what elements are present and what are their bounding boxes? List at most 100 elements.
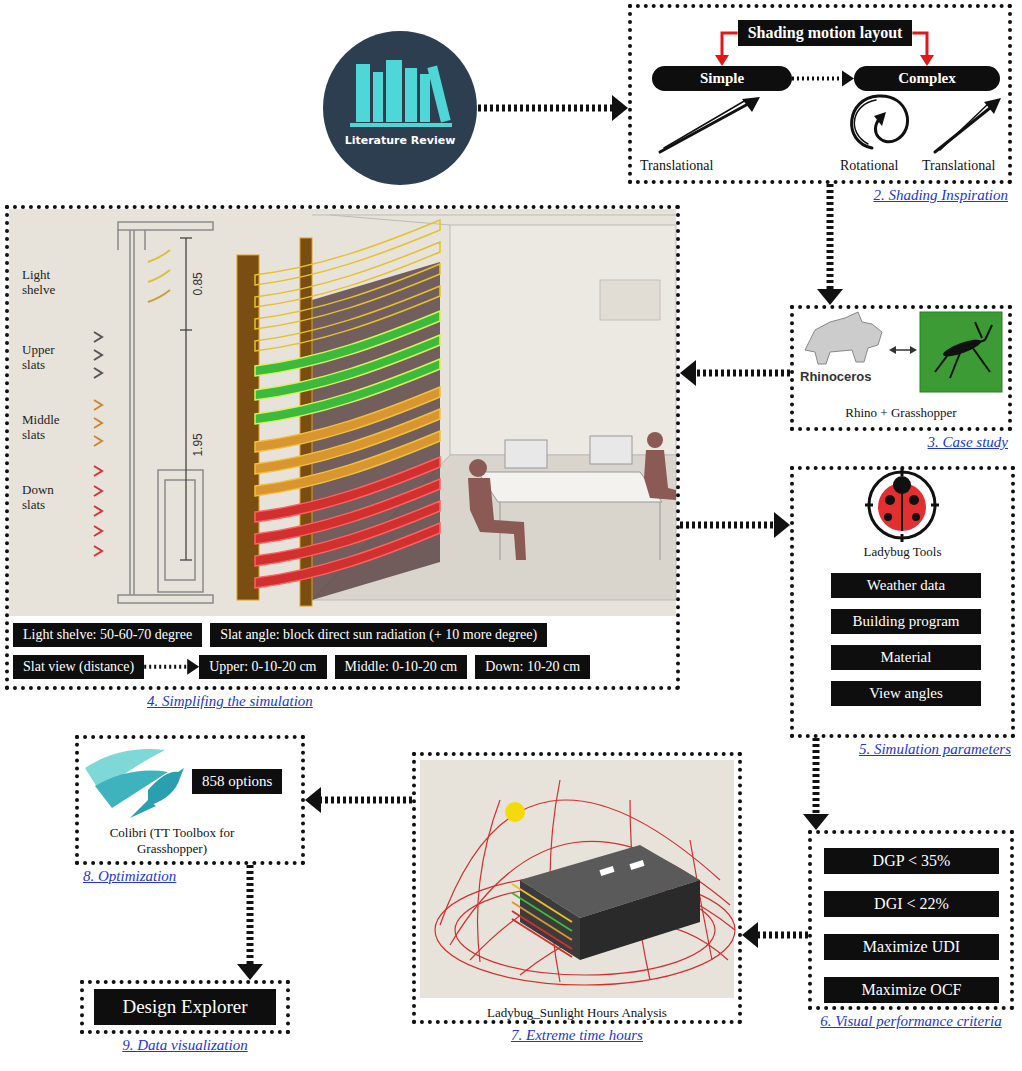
- connector: [144, 659, 199, 675]
- motion-arrows: [660, 96, 1001, 152]
- section-slats: [148, 270, 170, 282]
- ladybug-icon: [869, 472, 935, 538]
- ladybug-icon: [865, 504, 873, 507]
- arrow-head: [237, 964, 263, 980]
- box-text: Slat angle: block direct sun radiation (…: [220, 626, 537, 644]
- connector: [803, 738, 829, 830]
- dimension-label: 0.85: [192, 272, 206, 295]
- connector-line: [695, 370, 790, 377]
- slats: [255, 335, 440, 400]
- box-text: Material: [881, 648, 932, 667]
- box-text: Weather data: [867, 576, 945, 595]
- books-icon: [405, 68, 417, 122]
- parameter-box: Middle: 0-10-20 cm: [335, 655, 468, 679]
- ladybug-icon: [865, 468, 939, 542]
- connector-line: [722, 33, 738, 56]
- logo-label: Rhinoceros: [800, 370, 872, 385]
- ladybug-icon: [884, 513, 892, 521]
- section-slats: [94, 436, 102, 446]
- books-icon: [350, 123, 452, 127]
- building-model: [512, 902, 572, 940]
- section-slats: [94, 368, 102, 378]
- section-slats: [94, 418, 102, 428]
- connector-line: [757, 932, 808, 939]
- section-view: [118, 222, 213, 230]
- ladybug-icon: [901, 534, 904, 542]
- section-slats: [94, 526, 102, 536]
- step-panel: 9. Data visualizationDesign Explorer: [80, 980, 290, 1034]
- section-view: [118, 222, 213, 603]
- criteria-box: DGP < 35%: [824, 848, 999, 874]
- building-model: [629, 860, 644, 870]
- inner-caption: Rhino + Grasshopper: [794, 405, 1008, 421]
- motion-label: Translational: [640, 158, 713, 174]
- grasshopper-logo: [985, 325, 992, 340]
- arrow-head: [715, 55, 729, 66]
- box-text: Maximize UDI: [863, 937, 960, 957]
- ladybug-icon: [901, 490, 903, 531]
- motion-arrows: [660, 104, 748, 152]
- option-pill: Complex: [854, 66, 1000, 91]
- slats: [255, 523, 440, 588]
- section-slats: [94, 506, 102, 516]
- section-slats: [94, 350, 102, 360]
- grasshopper-logo: [935, 322, 992, 378]
- ladybug-icon: [909, 495, 919, 505]
- step-title: 6. Visual performance criteria: [808, 1012, 1014, 1030]
- box-text: DGP < 35%: [873, 851, 951, 871]
- sun-symbol: [505, 802, 525, 822]
- arrow-head: [612, 95, 628, 121]
- room-render: [312, 215, 676, 216]
- books-icon: [427, 66, 450, 123]
- connector-line: [144, 665, 188, 669]
- colibri-logo: [85, 749, 184, 818]
- section-slats: [94, 400, 102, 410]
- parameter-box: Upper: 0-10-20 cm: [199, 655, 326, 679]
- books-icon: [420, 74, 430, 122]
- grasshopper-logo: [920, 312, 1002, 392]
- step-panel: Ladybug Tools5. Simulation parametersWea…: [790, 466, 1015, 738]
- double-arrow: [910, 346, 917, 354]
- section-slats: [148, 250, 170, 262]
- connector-line: [320, 797, 412, 804]
- books-icon: [386, 60, 402, 122]
- render-ground: [9, 209, 676, 616]
- arrow-head: [842, 70, 854, 86]
- parameter-box: Slat view (distance): [13, 655, 144, 679]
- section-slats: [94, 546, 102, 556]
- connector-line: [680, 522, 775, 529]
- section-view: [165, 480, 195, 580]
- circle-ground: [323, 31, 477, 185]
- box-text: Simple: [660, 69, 784, 88]
- building-model: [599, 866, 614, 876]
- box-text: Slat view (distance): [23, 658, 134, 676]
- section-view: [118, 595, 213, 603]
- connector: [478, 95, 628, 121]
- dimension-line: [185, 238, 186, 560]
- section-slats: [94, 466, 102, 476]
- criteria-box: Maximize UDI: [824, 934, 999, 960]
- section-view: [117, 230, 119, 250]
- arrow-head: [680, 360, 696, 386]
- arrow-head: [817, 289, 843, 305]
- inner-caption: Colibri (TT Toolbox for Grasshopper): [83, 825, 261, 856]
- books-icon: [356, 64, 370, 122]
- room-render: [469, 459, 487, 477]
- grasshopper-logo: [920, 312, 1002, 392]
- part-label: Down slats: [22, 483, 74, 513]
- inner-caption: Literature Review: [322, 134, 478, 147]
- box-text: DGI < 22%: [874, 894, 949, 914]
- connector-line: [792, 76, 843, 80]
- step-title: 2. Shading Inspiration: [873, 186, 1008, 204]
- motion-arrows: [874, 112, 886, 126]
- books-icon: [350, 60, 452, 127]
- step-title: 9. Data visualization: [80, 1036, 290, 1054]
- motion-label: Rotational: [840, 158, 898, 174]
- box-text: Down: 10-20 cm: [485, 658, 580, 676]
- dimension-line: [180, 559, 192, 560]
- box-text: Design Explorer: [122, 995, 247, 1019]
- parameter-box: Down: 10-20 cm: [475, 655, 590, 679]
- room-render: [450, 225, 676, 455]
- motion-arrows: [984, 98, 1001, 114]
